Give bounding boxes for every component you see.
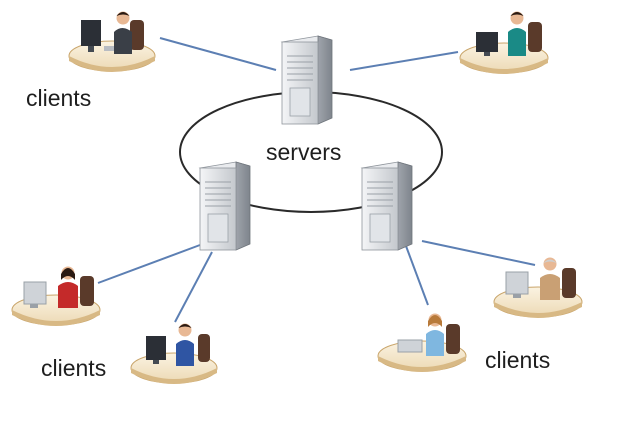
link-mid-left <box>97 244 201 284</box>
servers-label: servers <box>266 139 342 165</box>
server-top <box>280 35 333 125</box>
server-right <box>360 161 413 251</box>
link-top-right <box>349 51 459 71</box>
clients-label-bottom-right: clients <box>485 347 551 373</box>
link-bottom-middle <box>405 245 429 306</box>
client-top-left <box>68 11 156 72</box>
clients-label-bottom-left: clients <box>41 355 107 381</box>
link-bottom-right <box>421 240 536 266</box>
client-bottom-left <box>130 323 218 384</box>
link-top-left <box>159 37 277 71</box>
client-mid-left <box>11 266 101 326</box>
client-top-right <box>459 11 549 74</box>
link-bottom-left <box>174 251 213 323</box>
clients-label-top-left: clients <box>26 85 92 111</box>
client-bottom-right <box>493 257 583 318</box>
server-left <box>198 161 251 251</box>
client-bottom-middle <box>377 313 467 372</box>
